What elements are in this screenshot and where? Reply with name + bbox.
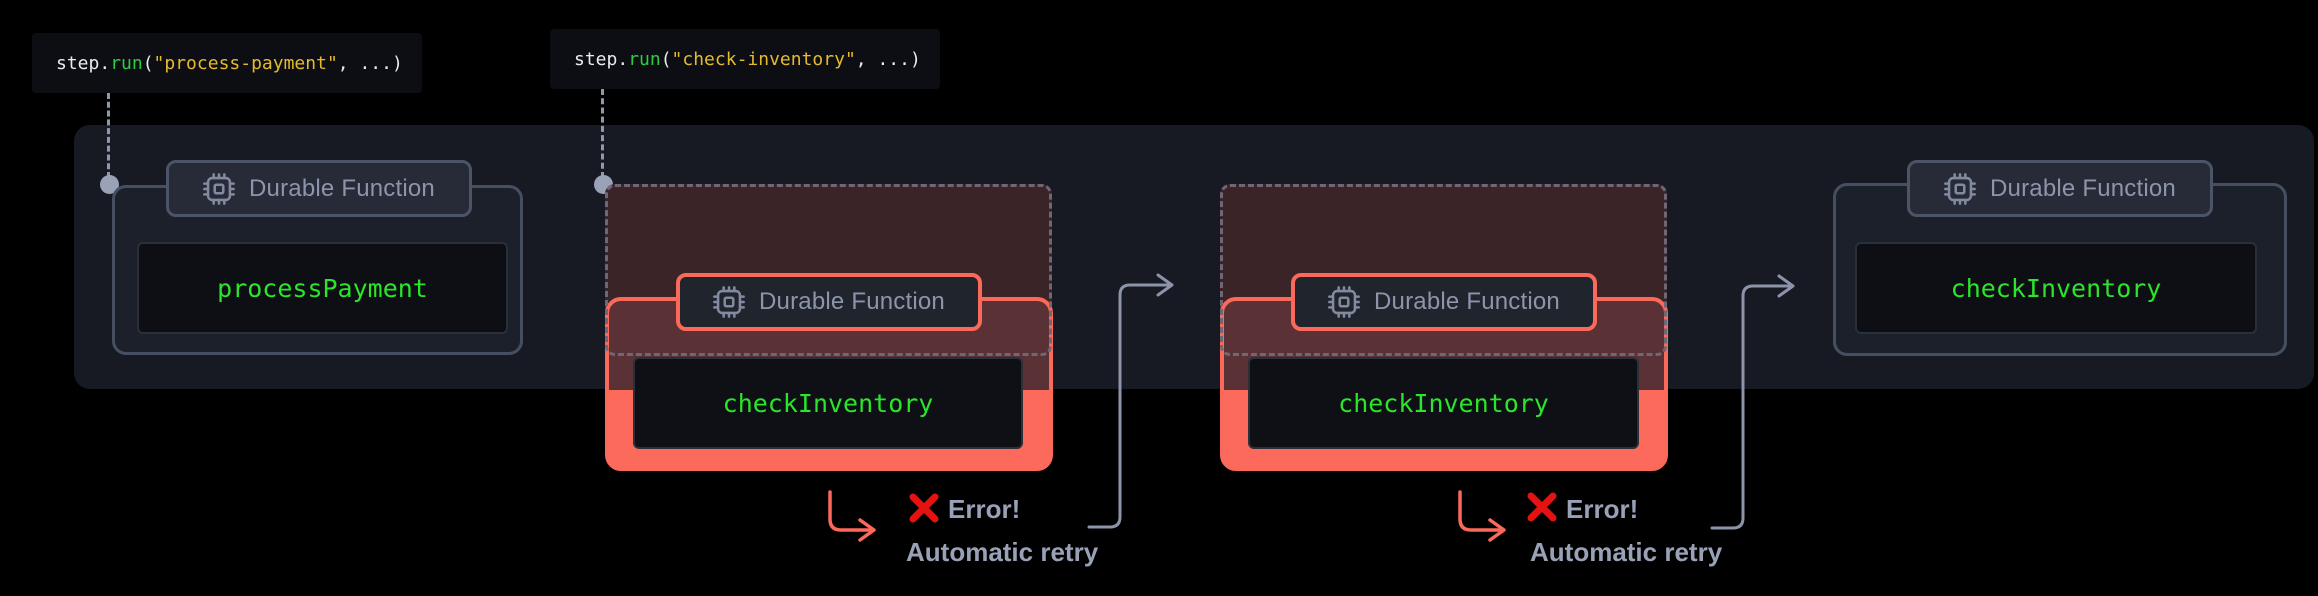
code-token: step. <box>56 52 111 74</box>
function-name: checkInventory <box>1950 273 2162 303</box>
function-name: checkInventory <box>1338 388 1549 418</box>
connector-dashed-line <box>601 89 604 178</box>
durable-function-badge-1: Durable Function <box>166 160 472 217</box>
error-label: Error! <box>1566 494 1639 524</box>
code-label-check-inventory: step.run("check-inventory", ...) <box>550 29 940 89</box>
function-name: processPayment <box>217 273 428 303</box>
badge-label: Durable Function <box>249 174 435 202</box>
code-token: , ...) <box>337 52 403 74</box>
connector-dashed-line <box>107 93 110 178</box>
chip-icon <box>1944 172 1976 205</box>
code-token: ( <box>660 48 672 70</box>
code-token: "process-payment" <box>153 52 338 74</box>
automatic-retry-label: Automatic retry <box>1530 537 1723 567</box>
badge-label: Durable Function <box>1374 288 1560 315</box>
ghost-attempt-outline-1 <box>605 184 1052 356</box>
durable-function-badge-2: Durable Function <box>676 273 982 331</box>
function-name-box-4: checkInventory <box>1855 242 2257 334</box>
chip-icon <box>713 286 745 318</box>
automatic-retry-label: Automatic retry <box>906 537 1099 567</box>
x-mark-icon <box>909 493 939 523</box>
chip-icon <box>1328 286 1360 318</box>
code-token: , ...) <box>855 48 921 70</box>
error-arrow-icon <box>1458 490 1506 542</box>
error-label: Error! <box>948 494 1021 524</box>
x-mark-icon <box>1527 492 1557 522</box>
code-label-process-payment: step.run("process-payment", ...) <box>32 33 422 93</box>
code-token: ( <box>142 52 154 74</box>
code-token: run <box>110 52 143 74</box>
function-name-box-3: checkInventory <box>1248 357 1639 449</box>
chip-icon <box>203 172 235 205</box>
durable-function-badge-4: Durable Function <box>1907 160 2213 217</box>
code-token: "check-inventory" <box>671 48 856 70</box>
function-name: checkInventory <box>722 388 934 418</box>
durable-function-badge-3: Durable Function <box>1291 273 1597 331</box>
code-token: step. <box>574 48 629 70</box>
code-token: run <box>628 48 661 70</box>
badge-label: Durable Function <box>1990 174 2176 202</box>
error-arrow-icon <box>828 490 876 542</box>
function-name-box-1: processPayment <box>137 242 508 334</box>
function-name-box-2: checkInventory <box>633 357 1023 449</box>
badge-label: Durable Function <box>759 288 945 315</box>
ghost-attempt-outline-2 <box>1220 184 1667 356</box>
